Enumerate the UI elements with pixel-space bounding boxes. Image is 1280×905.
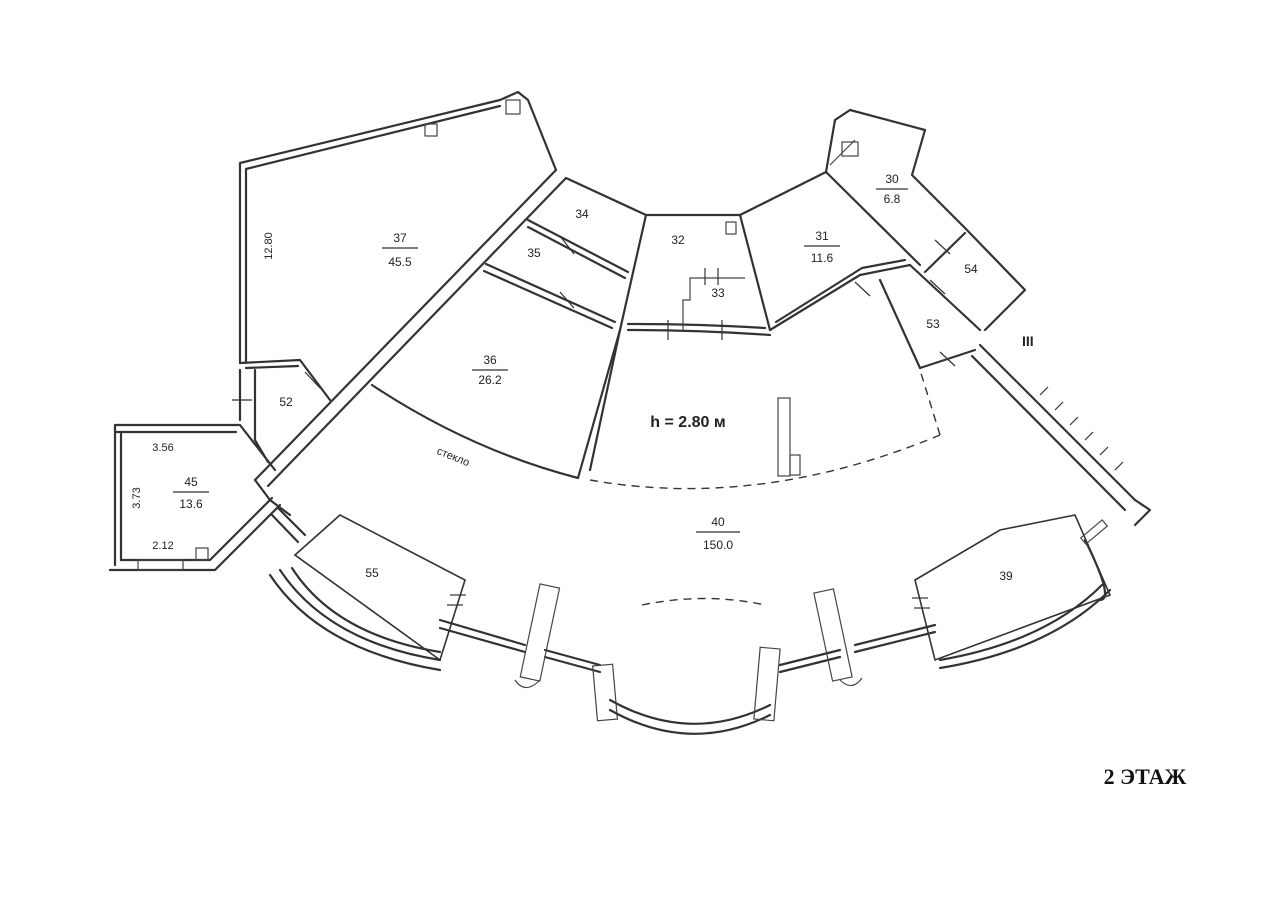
room-33-number: 33 [711,286,725,300]
room-36-area: 26.2 [478,373,502,387]
room-39-number: 39 [999,569,1013,583]
room-39-walls [912,514,1112,670]
rooms-45-52-walls [108,358,332,572]
room-40-number: 40 [711,515,725,529]
room-52-number: 52 [279,395,293,409]
room-32-number: 32 [671,233,685,247]
left-spine-wall [253,168,568,488]
right-spine-wall [970,343,1152,527]
room-40-area: 150.0 [703,538,733,552]
room-37-walls [238,90,558,365]
room-45-side-dimension: 3.73 [131,487,143,508]
room-45-bottom-dimension: 2.12 [152,540,173,552]
room-54-number: 54 [964,262,978,276]
room-labels: 37 45.5 34 35 36 26.2 32 33 31 11.6 30 6… [131,172,1034,583]
rooms-34-35-36-walls [370,170,828,480]
room-30-area: 6.8 [884,192,901,206]
glass-label: стекло [435,445,471,469]
room-37-number: 37 [393,231,407,245]
room-45-number: 45 [184,475,198,489]
hall-40-partitions [588,328,941,606]
rooms-30-31-53-54-walls [768,108,1027,370]
facade-walls [438,583,937,735]
room-45-top-dimension: 3.56 [152,442,173,454]
room-34-number: 34 [575,207,589,221]
room-55-number: 55 [365,566,379,580]
rooms-32-33-walls [626,213,772,340]
room-36-number: 36 [483,353,497,367]
left-entrance-walls [253,478,307,544]
ceiling-height-label: h = 2.80 м [650,414,725,431]
room-55-walls [268,514,466,672]
room-30-number: 30 [885,172,899,186]
axis-label: III [1022,333,1034,349]
room-31-area: 11.6 [811,251,834,265]
floor-title: 2 ЭТАЖ [1103,764,1187,789]
room-31-number: 31 [815,229,829,243]
room-53-number: 53 [926,317,940,331]
room-45-area: 13.6 [179,497,203,511]
room-37-area: 45.5 [388,255,412,269]
room-37-height-dimension: 12.80 [263,232,275,260]
room-35-number: 35 [527,246,541,260]
